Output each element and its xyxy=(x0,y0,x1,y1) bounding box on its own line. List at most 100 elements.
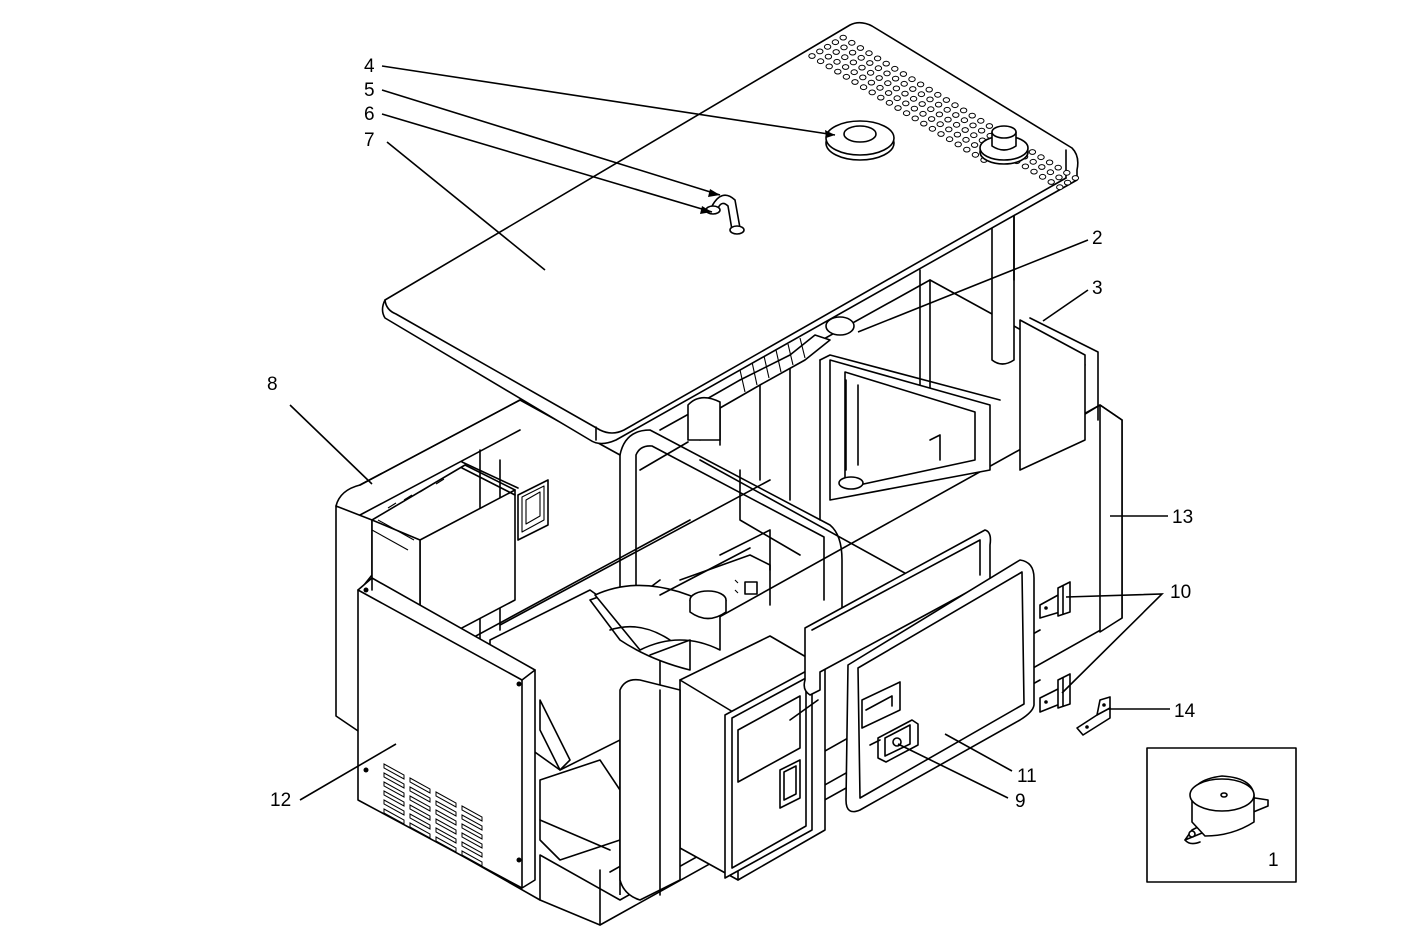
callout-9: 9 xyxy=(1015,791,1026,812)
vent-hole xyxy=(1045,159,1054,166)
louvre-slot xyxy=(461,805,483,822)
vent-hole xyxy=(850,69,858,76)
vent-hole xyxy=(831,39,840,46)
vent-hole xyxy=(840,44,848,51)
vent-hole xyxy=(893,95,901,102)
vent-hole xyxy=(916,81,925,88)
callout-11: 11 xyxy=(1017,766,1037,787)
louvre-slot xyxy=(461,832,483,849)
vent-hole xyxy=(1028,149,1037,155)
hinge-upper xyxy=(1039,581,1071,619)
vent-hole xyxy=(909,86,917,92)
vent-hole xyxy=(876,84,884,91)
vent-hole xyxy=(848,39,856,46)
callout-6: 6 xyxy=(364,104,375,125)
vent-hole xyxy=(985,123,994,129)
vent-hole xyxy=(867,79,876,86)
louvre-slot xyxy=(461,841,483,858)
vent-hole xyxy=(885,99,894,106)
vent-hole xyxy=(908,76,916,83)
vent-hole xyxy=(1046,169,1055,176)
vent-hole xyxy=(971,151,980,158)
vent-hole xyxy=(917,91,926,98)
exhaust-ring xyxy=(825,120,895,161)
louvre-slot xyxy=(435,836,457,853)
vent-hole xyxy=(874,65,883,72)
callout-2: 2 xyxy=(1092,228,1103,249)
vent-hole xyxy=(848,49,857,56)
vent-hole xyxy=(902,110,911,117)
hinge-lower xyxy=(1039,673,1071,713)
callout-3: 3 xyxy=(1092,278,1103,299)
vent-hole xyxy=(961,127,969,133)
vent-hole xyxy=(960,117,969,124)
vent-hole xyxy=(959,107,968,114)
callout-13: 13 xyxy=(1172,507,1193,528)
vent-hole xyxy=(927,106,935,113)
louvre-slot xyxy=(409,786,431,803)
vent-hole xyxy=(841,54,849,61)
service-door xyxy=(803,529,1035,813)
vent-hole xyxy=(883,70,891,77)
vent-hole xyxy=(816,58,825,65)
vent-hole xyxy=(952,112,960,118)
vent-hole xyxy=(918,101,926,107)
vent-hole xyxy=(944,116,952,123)
vent-hole xyxy=(877,94,885,101)
vent-hole xyxy=(968,112,976,119)
vent-hole xyxy=(951,102,959,109)
vent-hole xyxy=(1047,179,1055,185)
vent-hole xyxy=(825,63,833,70)
vent-hole xyxy=(1038,164,1046,170)
callout-7: 7 xyxy=(364,130,375,151)
vent-hole xyxy=(884,90,893,96)
louvre-slot xyxy=(409,804,431,821)
vent-hole xyxy=(816,48,824,55)
vent-hole xyxy=(935,111,944,118)
vent-hole xyxy=(1030,168,1038,175)
callout-8: 8 xyxy=(267,374,278,395)
vent-hole xyxy=(910,105,919,112)
vent-hole xyxy=(892,85,901,92)
vent-hole xyxy=(936,121,944,128)
vent-hole xyxy=(942,97,951,103)
vent-hole xyxy=(1063,179,1072,186)
vent-hole xyxy=(856,45,865,51)
callout-5: 5 xyxy=(364,80,375,101)
top-lid xyxy=(381,21,1079,445)
inset-mount-detail xyxy=(1146,747,1297,883)
vent-hole xyxy=(839,34,847,41)
bracket xyxy=(1076,696,1111,736)
vent-hole xyxy=(925,86,933,93)
end-panel-louvres xyxy=(383,763,483,867)
vent-hole xyxy=(823,43,832,50)
vent-hole xyxy=(945,136,954,143)
vent-hole xyxy=(977,117,985,124)
vent-hole xyxy=(833,58,841,65)
callout-10: 10 xyxy=(1170,582,1191,603)
vent-hole xyxy=(859,74,867,81)
vent-hole xyxy=(902,100,910,107)
louvre-slot xyxy=(383,799,405,816)
vent-hole xyxy=(1038,173,1047,180)
vent-hole xyxy=(866,69,875,76)
vent-hole xyxy=(945,126,953,133)
vent-hole xyxy=(900,80,908,87)
internal-frame xyxy=(449,199,1099,673)
vent-hole xyxy=(928,125,937,132)
vent-hole xyxy=(873,55,882,62)
vent-hole xyxy=(977,127,986,134)
louvre-slot xyxy=(461,850,483,867)
vent-hole xyxy=(866,60,874,66)
vent-hole xyxy=(911,115,919,122)
vent-hole xyxy=(937,131,945,137)
louvre-slot xyxy=(435,791,457,808)
vent-hole xyxy=(954,141,962,148)
lifting-tube xyxy=(705,194,745,235)
vent-hole xyxy=(875,75,883,81)
louvre-slot xyxy=(409,813,431,830)
vent-hole xyxy=(1056,184,1064,191)
vent-hole xyxy=(891,65,899,72)
vent-hole xyxy=(1054,164,1062,171)
